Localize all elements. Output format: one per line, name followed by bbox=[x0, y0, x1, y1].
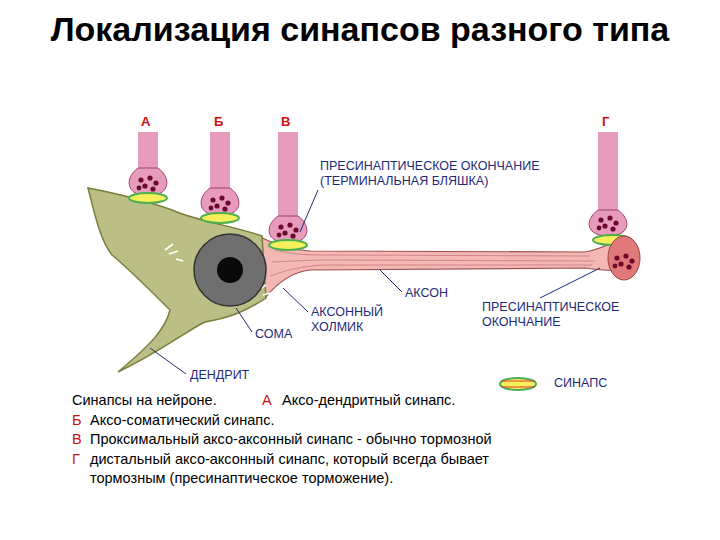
key-letter: А bbox=[262, 391, 272, 410]
terminal-letter: Б bbox=[214, 114, 223, 129]
terminal-a bbox=[129, 132, 167, 203]
organelles bbox=[165, 244, 183, 261]
part-label: ДЕНДРИТ bbox=[190, 368, 249, 383]
terminal-b bbox=[201, 132, 239, 223]
nucleus bbox=[194, 234, 266, 306]
key-text: Синапсы на нейроне. bbox=[72, 391, 217, 410]
legend-swatch bbox=[500, 378, 536, 390]
leader-lines bbox=[150, 190, 600, 374]
part-label: ПРЕСИНАПТИЧЕСКОЕ ОКОНЧАНИЕ bbox=[482, 300, 657, 330]
key-text: дистальный аксо-аксонный синапс, который… bbox=[90, 450, 560, 488]
slide-title: Локализация синапсов разного типа bbox=[40, 6, 680, 52]
key-letter: Б bbox=[72, 411, 82, 430]
part-label: ПРЕСИНАПТИЧЕСКОЕ ОКОНЧАНИЕ (ТЕРМИНАЛЬНАЯ… bbox=[320, 159, 585, 189]
part-label: АКСОН bbox=[405, 286, 448, 301]
nucleolus bbox=[217, 257, 243, 283]
soma bbox=[88, 188, 266, 372]
key-text: Аксо-соматический синапс. bbox=[90, 411, 274, 430]
terminal-letter: Г bbox=[602, 114, 609, 129]
part-label: СОМА bbox=[255, 327, 292, 342]
terminal-letter: А bbox=[141, 114, 150, 129]
key-letter: В bbox=[72, 430, 82, 449]
axon-terminal bbox=[608, 236, 640, 280]
terminal-letter: В bbox=[281, 114, 290, 129]
terminal-v bbox=[269, 132, 307, 250]
legend-text: СИНАПС bbox=[554, 376, 607, 391]
key-text: Проксимальный аксо-аксонный синапс - обы… bbox=[90, 430, 492, 449]
axon-fibres bbox=[270, 250, 595, 276]
terminal-g bbox=[589, 132, 631, 245]
part-label: АКСОННЫЙ ХОЛМИК bbox=[311, 305, 401, 335]
key-text: Аксо-дендритный синапс. bbox=[282, 391, 455, 410]
key-letter: Г bbox=[72, 450, 80, 469]
